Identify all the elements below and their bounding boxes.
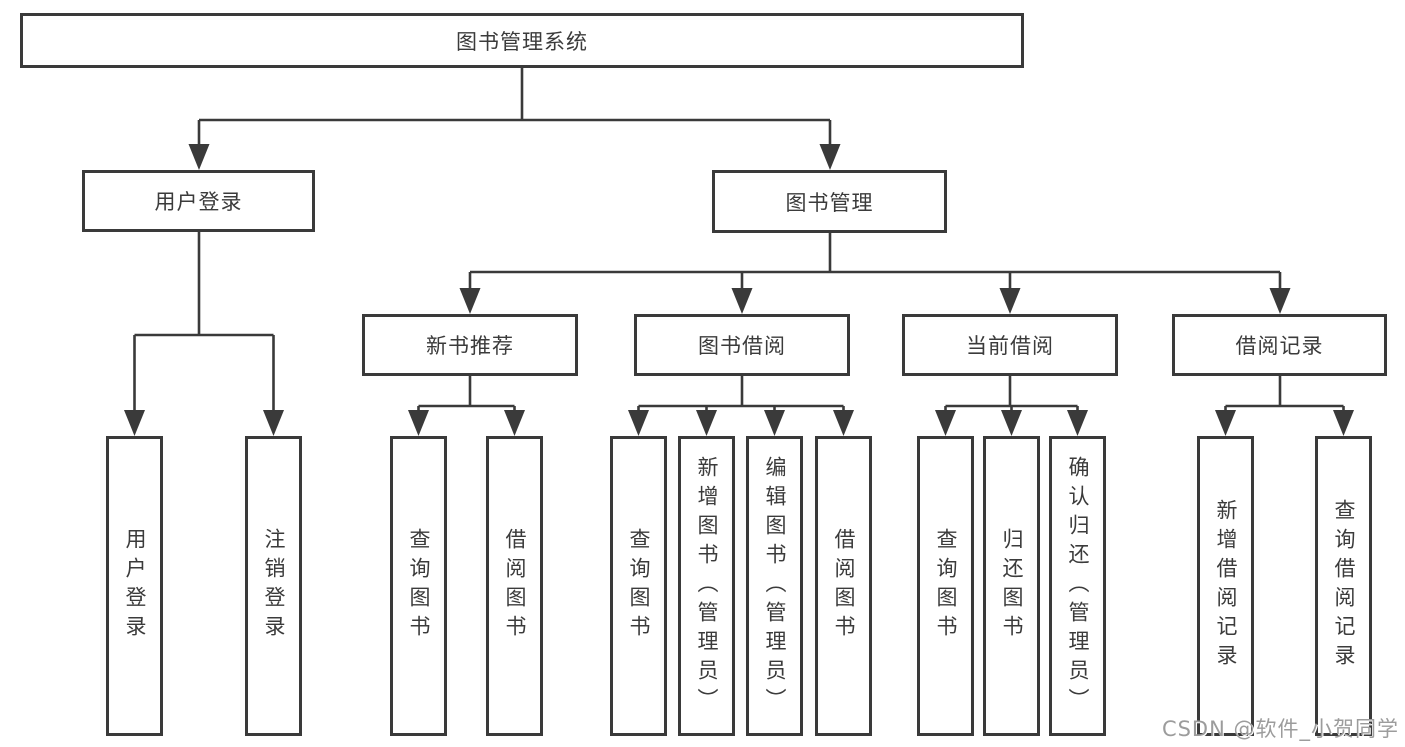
leaf-borrow-books-borrowing: 借阅图书 [815, 436, 872, 736]
node-library-management-system: 图书管理系统 [20, 13, 1024, 68]
leaf-user-login: 用户登录 [106, 436, 163, 736]
node-user-login: 用户登录 [82, 170, 315, 232]
leaf-query-books-recommend: 查询图书 [390, 436, 447, 736]
node-borrowing-records: 借阅记录 [1172, 314, 1387, 376]
leaf-query-borrow-record: 查询借阅记录 [1315, 436, 1372, 736]
node-new-book-recommendation: 新书推荐 [362, 314, 578, 376]
leaf-confirm-return-admin: 确认归还（管理员） [1049, 436, 1106, 736]
node-book-borrowing: 图书借阅 [634, 314, 850, 376]
leaf-logout: 注销登录 [245, 436, 302, 736]
leaf-query-books-borrowing: 查询图书 [610, 436, 667, 736]
leaf-add-borrow-record: 新增借阅记录 [1197, 436, 1254, 736]
leaf-borrow-books-recommend: 借阅图书 [486, 436, 543, 736]
leaf-query-books-current: 查询图书 [917, 436, 974, 736]
leaf-add-books-admin: 新增图书（管理员） [678, 436, 735, 736]
leaf-return-books: 归还图书 [983, 436, 1040, 736]
leaf-edit-books-admin: 编辑图书（管理员） [746, 436, 803, 736]
watermark-text: CSDN @软件_小贺同学 [1161, 717, 1399, 741]
node-current-borrowing: 当前借阅 [902, 314, 1118, 376]
node-book-management: 图书管理 [712, 170, 947, 233]
